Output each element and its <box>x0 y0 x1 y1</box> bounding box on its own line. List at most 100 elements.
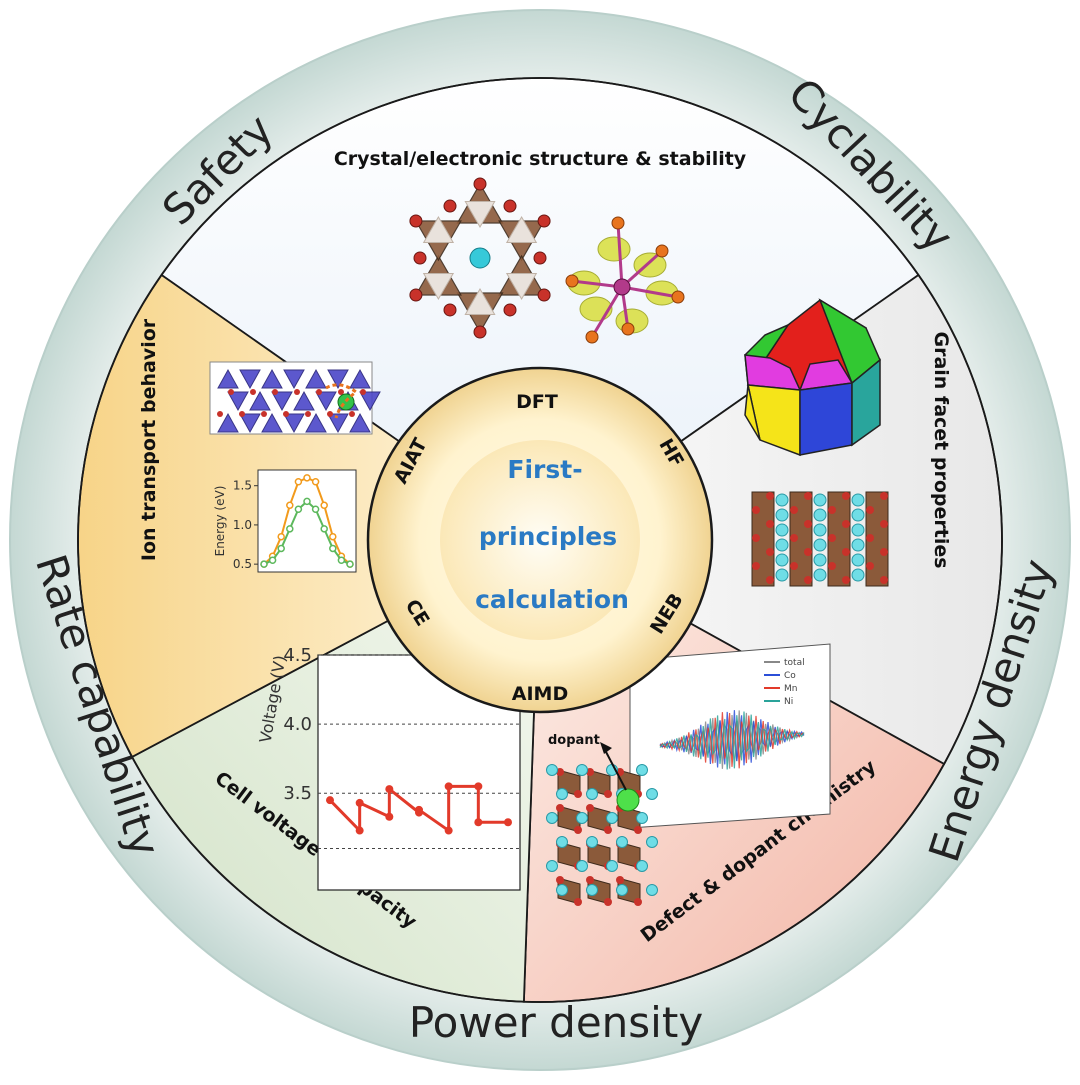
lithium-atom <box>775 538 789 552</box>
oxygen-atom <box>574 898 582 906</box>
lithium-atom <box>646 836 658 848</box>
tetrahedron-face <box>464 201 496 229</box>
lithium-atom <box>556 836 568 848</box>
lithium-atom <box>646 884 658 896</box>
dos-series <box>659 711 805 770</box>
oxygen-atom <box>634 826 642 834</box>
grain-facet-lattice-illustration <box>751 491 889 587</box>
energy-point <box>320 501 328 510</box>
oxygen-atom <box>804 492 812 500</box>
energy-point <box>303 474 311 482</box>
oxygen-atom <box>790 506 798 514</box>
lithium-atom <box>813 508 827 522</box>
lithium-atom <box>616 884 628 896</box>
energy-point <box>268 556 277 564</box>
voltage-point <box>444 826 453 835</box>
lithium-atom <box>775 568 789 582</box>
tetrahedron-face <box>505 216 538 243</box>
oxygen-atom <box>880 492 888 500</box>
oxygen-atom <box>327 411 333 417</box>
polyhedron <box>327 369 349 390</box>
voltage-point <box>474 782 483 791</box>
tetrahedron-face <box>422 273 455 300</box>
voltage-point <box>326 796 334 805</box>
oxygen-atom <box>880 520 888 528</box>
migration-path <box>325 383 359 419</box>
oxygen-atom <box>842 548 850 556</box>
lithium-atom <box>546 764 558 776</box>
lithium-atom <box>775 553 789 567</box>
lithium-atom <box>636 812 648 824</box>
tetrahedron-face <box>464 287 496 315</box>
dopant-atom <box>616 788 640 812</box>
grain-polyhedron-illustration <box>744 298 881 457</box>
voltage-point <box>444 782 453 791</box>
oxygen-atom <box>443 303 457 317</box>
oxygen-atom <box>316 389 322 395</box>
lithium-atom <box>606 812 618 824</box>
voltage-ytick-label: 4.5 <box>283 645 312 666</box>
oxygen-atom <box>604 826 612 834</box>
metal-atom <box>613 278 631 296</box>
core-disk <box>440 440 640 640</box>
oxygen-atom <box>616 876 624 884</box>
lithium-atom <box>636 860 648 872</box>
lithium-atom <box>813 553 827 567</box>
polyhedron <box>217 368 239 389</box>
energy-ytick-label: 1.0 <box>233 518 252 532</box>
dopant-arrow-head <box>600 742 612 754</box>
oxygen-atom <box>261 411 267 417</box>
oxygen-atom <box>866 506 874 514</box>
oxygen-atom <box>866 534 874 542</box>
lithium-atom <box>586 836 598 848</box>
oxygen-atom <box>752 506 760 514</box>
method-dft: DFT <box>516 391 558 413</box>
dos-legend-label: Ni <box>784 697 793 707</box>
polyhedron <box>305 412 327 433</box>
lithium-atom <box>546 860 558 872</box>
oxygen-atom <box>790 534 798 542</box>
polyhedron <box>305 368 327 389</box>
oxygen-atom <box>586 804 594 812</box>
lithium-atom <box>606 860 618 872</box>
method-aimd: AIMD <box>512 683 568 705</box>
lithium-atom <box>851 508 865 522</box>
tetrahedron-face <box>422 216 455 243</box>
lithium-atom <box>586 884 598 896</box>
tetrahedron-face <box>505 273 538 300</box>
oxygen-atom <box>634 898 642 906</box>
energy-point <box>337 556 346 564</box>
voltage-point <box>504 818 512 827</box>
voltage-point <box>355 826 364 835</box>
oxygen-atom <box>283 411 289 417</box>
defect-lattice-illustration <box>546 764 658 906</box>
polyhedron <box>227 391 249 412</box>
polyhedron <box>349 368 371 389</box>
lithium-atom <box>813 523 827 537</box>
lithium-atom <box>556 884 568 896</box>
dos-legend-label: Co <box>784 671 796 681</box>
energy-ytick-label: 0.5 <box>233 557 252 571</box>
oxygen-atom <box>239 411 245 417</box>
oxygen-atom <box>766 548 774 556</box>
oxygen-atom <box>272 389 278 395</box>
energy-ytick-label: 1.5 <box>233 479 252 493</box>
lithium-atom <box>586 788 598 800</box>
oxygen-atom <box>766 576 774 584</box>
lithium-atom <box>775 523 789 537</box>
ligand-atom <box>585 330 599 344</box>
energy-point <box>286 501 294 510</box>
polyhedron <box>261 412 283 433</box>
dopant-label: dopant <box>548 733 600 748</box>
lithium-atom <box>576 860 588 872</box>
oxygen-atom <box>338 389 344 395</box>
oxygen-atom <box>804 576 812 584</box>
lithium-atom <box>851 538 865 552</box>
energy-point <box>303 497 311 506</box>
core-line-3: calculation <box>475 585 629 614</box>
lithium-atom <box>775 508 789 522</box>
polyhedron <box>315 391 337 412</box>
